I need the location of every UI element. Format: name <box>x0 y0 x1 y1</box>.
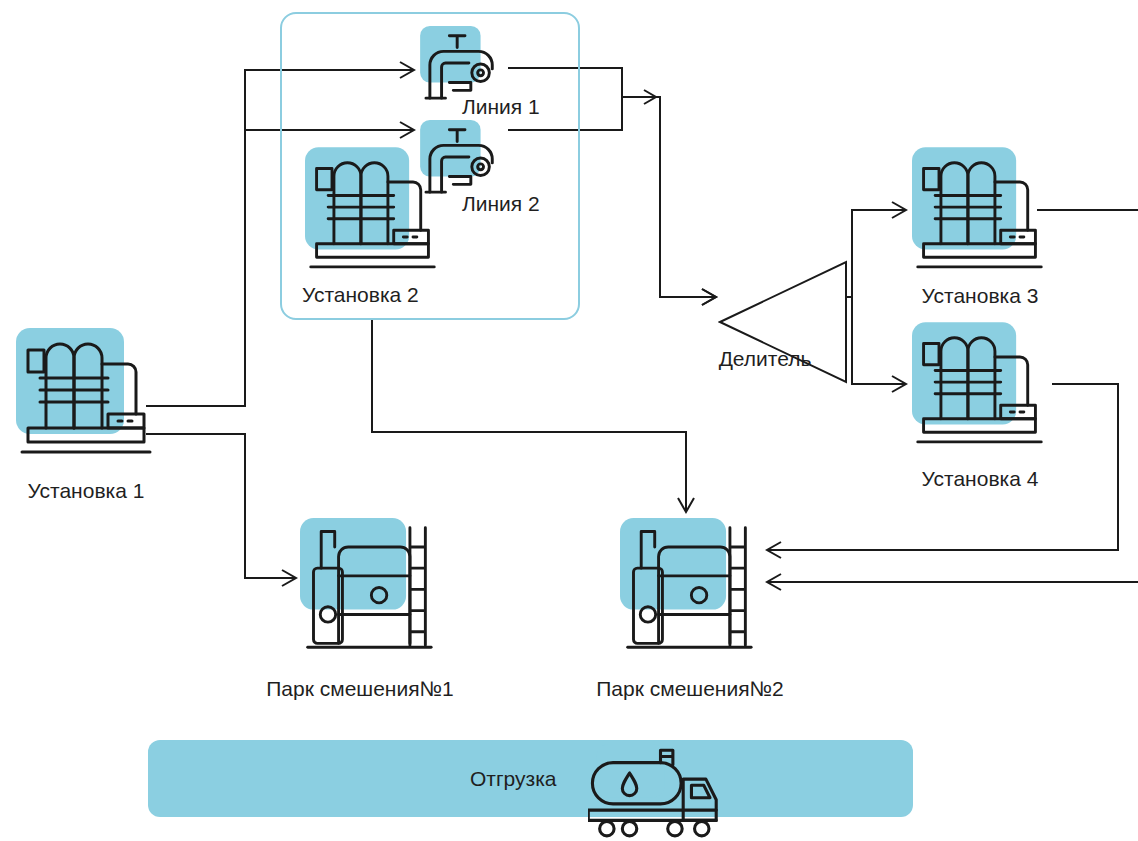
process-node: Установка 4 <box>912 322 1052 448</box>
node-label: Делитель <box>719 346 812 371</box>
line-icon <box>420 120 492 192</box>
group-box: Установка 2Линия 1Линия 2 <box>280 12 580 320</box>
unit-icon <box>305 147 434 267</box>
unit-icon <box>912 147 1041 267</box>
node-label: Парк смешения№2 <box>596 676 784 701</box>
process-node: Делитель <box>718 260 796 334</box>
process-node: Линия 1 <box>420 26 508 96</box>
process-node: Установка 3 <box>912 147 1037 273</box>
line-icon <box>420 26 492 98</box>
node-label: Линия 1 <box>462 94 540 119</box>
tank-icon <box>620 518 751 647</box>
node-label: Установка 2 <box>302 282 419 307</box>
node-label: Установка 3 <box>922 283 1039 308</box>
process-node: Отгрузка <box>148 740 913 817</box>
unit-icon <box>912 322 1041 442</box>
node-label: Установка 4 <box>922 466 1039 491</box>
flow-connector <box>372 320 686 512</box>
truck-icon <box>588 744 716 836</box>
tank-icon <box>300 518 431 647</box>
shipping-band <box>148 740 913 817</box>
flow-connector <box>767 384 1118 550</box>
process-node: Установка 1 <box>16 328 146 452</box>
node-label: Линия 2 <box>462 191 540 216</box>
flow-connector <box>767 210 1138 582</box>
unit-icon <box>16 328 150 452</box>
node-label: Парк смешения№1 <box>266 676 454 701</box>
process-node: Парк смешения№2 <box>620 518 755 653</box>
process-node: Парк смешения№1 <box>300 518 435 653</box>
process-node: Линия 2 <box>420 120 508 192</box>
flow-connector <box>146 434 296 578</box>
node-label: Отгрузка <box>470 766 557 791</box>
node-label: Установка 1 <box>28 478 145 503</box>
